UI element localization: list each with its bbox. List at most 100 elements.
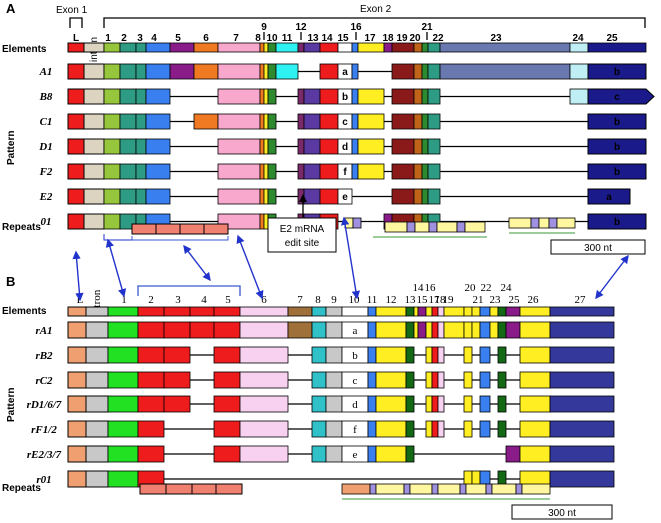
element-number-b-25: 25: [509, 294, 521, 306]
b-element-bar-3: [163, 306, 191, 317]
row-D1-el-20: [413, 138, 423, 155]
row-rF1/2-el-18: [437, 420, 445, 438]
row-B8-el-10: [267, 88, 277, 105]
b-element-bar-27: [549, 306, 615, 317]
row-rF1/2-el-22: [479, 420, 491, 438]
row-rF1/2-el-20: [463, 420, 473, 438]
row-01-intron: [83, 213, 105, 230]
repeat-b-3: [215, 483, 243, 495]
b-element-bar-21: [471, 306, 481, 317]
element-number-11: 11: [282, 33, 293, 44]
row-rC2-L: [67, 371, 87, 389]
row-rB2-el-13: [405, 346, 415, 364]
row-C1-el-3: [135, 113, 147, 130]
element-number-24: 24: [572, 33, 584, 44]
row-B8-letter: b: [342, 92, 348, 103]
row-A1-el-4: [145, 63, 171, 80]
row-rC2-el-8: [311, 371, 327, 389]
row-C1-el-14: [319, 113, 339, 130]
element-number-b-20: 20: [465, 282, 477, 294]
element-number-b-1: 1: [121, 294, 127, 306]
row-rA1-el-6: [239, 321, 289, 339]
row-E2-el-10: [267, 188, 277, 205]
row-rC2-el-27: [549, 371, 615, 389]
rep-b2-10: [491, 483, 517, 495]
repeat-a-0: [131, 223, 157, 235]
row-C1-el-13: [303, 113, 321, 130]
row-D1-el-12: [297, 138, 305, 155]
element-number-b-21: 21: [473, 294, 484, 306]
element-bar-8: [259, 42, 265, 53]
row-rC2-el-11: [367, 371, 377, 389]
rep4-3: [548, 217, 558, 229]
row-C1-el-6: [193, 113, 219, 130]
repeats-label-b: Repeats: [2, 483, 41, 494]
element-number-b-27: 27: [575, 294, 587, 306]
element-bar-14: [319, 42, 339, 53]
arrow-1: [105, 238, 127, 298]
element-number-b-5: 5: [225, 294, 231, 306]
b-element-bar-9: [325, 306, 343, 317]
b-element-bar-17: [431, 306, 439, 317]
row-A1-el-3: [135, 63, 147, 80]
b-element-bar-2: [137, 306, 165, 317]
row-C1-el-12: [297, 113, 305, 130]
row-A1-L: [67, 63, 85, 80]
rep-b2-5: [431, 483, 439, 495]
b-element-bar-16: [425, 306, 433, 317]
element-bar-11: [275, 42, 299, 53]
b-element-bar-intron: [85, 306, 109, 317]
rep-b2-2: [375, 483, 405, 495]
element-number-16: 16: [350, 22, 362, 33]
row-E2-el-2: [119, 188, 137, 205]
element-number-7: 7: [233, 33, 239, 44]
element-number-2: 2: [121, 33, 127, 44]
element-number-b-2: 2: [148, 294, 154, 306]
row-A1-el-2: [119, 63, 137, 80]
row-rF1/2-el-5: [213, 420, 241, 438]
row-rE2/3/7-el-5: [213, 445, 241, 463]
element-bar-24: [569, 42, 589, 53]
element-bar-intron: [83, 42, 105, 53]
row-rD1/6/7-el-20: [463, 395, 473, 413]
row-E2-el-8: [259, 188, 265, 205]
row-rE2/3/7-el-13: [405, 445, 415, 463]
row-rE2/3/7-intron: [85, 445, 109, 463]
element-number-b-13: 13: [405, 294, 417, 306]
b-element-bar-13: [405, 306, 415, 317]
row-rD1/6/7-L: [67, 395, 87, 413]
rep3-5: [456, 221, 466, 233]
row-rA1-el-17: [431, 321, 439, 339]
row-rB2-el-16: [425, 346, 433, 364]
row-rD1/6/7-el-9: [325, 395, 343, 413]
row-rB2-el-18: [437, 346, 445, 364]
row-rF1/2-el-9: [325, 420, 343, 438]
row-label-01: 01: [41, 216, 52, 228]
row-D1-el-13: [303, 138, 321, 155]
row-F2-el-21: [421, 163, 429, 180]
row-E2-el-19: [391, 188, 415, 205]
row-E2-end: [587, 188, 631, 205]
element-number-10: 10: [266, 33, 278, 44]
row-B8-el-7: [217, 88, 261, 105]
b-element-bar-4: [189, 306, 215, 317]
row-E2-el-7: [217, 188, 261, 205]
row-rE2/3/7-L: [67, 445, 87, 463]
rep-b2-9: [485, 483, 493, 495]
panel-b-label: B: [6, 274, 15, 289]
row-F2-el-2: [119, 163, 137, 180]
repeat-a-2: [179, 223, 205, 235]
row-F2-el-3: [135, 163, 147, 180]
row-B8-el-21: [421, 88, 429, 105]
row-C1-end-letter: b: [614, 117, 620, 128]
row-F2-el-8: [259, 163, 265, 180]
repeat-b-1: [165, 483, 193, 495]
row-r01-el-1: [107, 470, 139, 488]
b-element-bar-5: [213, 306, 241, 317]
row-rB2-el-27: [549, 346, 615, 364]
row-rD1/6/7-el-12: [375, 395, 407, 413]
